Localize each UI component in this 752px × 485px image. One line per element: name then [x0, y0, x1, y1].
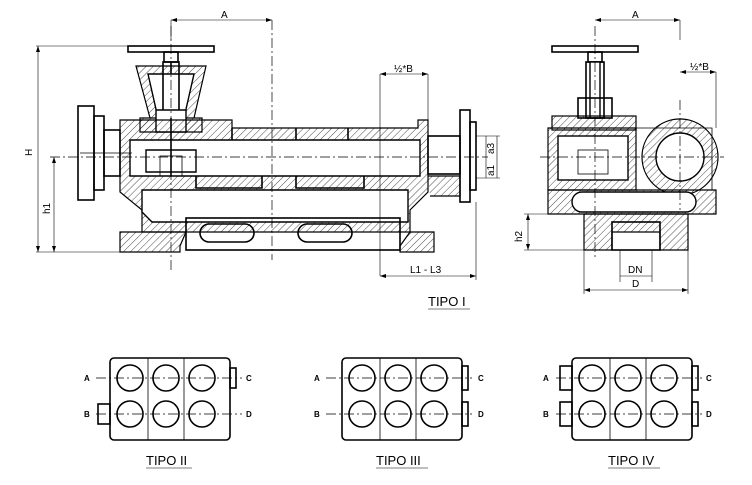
port-label-a-tipo-4: A — [543, 374, 549, 383]
caption-tipo-1: TIPO I — [428, 294, 466, 309]
port-label-c-tipo-3: C — [478, 374, 484, 383]
port-label-b-tipo-2: B — [84, 410, 90, 419]
port-label-d-tipo-3: D — [478, 410, 484, 419]
plan-view-tipo-4 — [556, 357, 702, 441]
dim-label-half-b-side: ½*B — [690, 62, 709, 73]
port-label-d-tipo-2: D — [246, 410, 252, 419]
port-label-c-tipo-2: C — [246, 374, 252, 383]
dim-label-h2: h2 — [514, 230, 525, 242]
plan-view-tipo-2 — [96, 357, 242, 441]
plan-view-tipo-3 — [326, 357, 472, 441]
dim-label-h1: h1 — [42, 202, 53, 214]
dim-label-a1: a1 — [486, 164, 497, 176]
front-dimensions — [36, 18, 500, 280]
port-label-c-tipo-4: C — [706, 374, 712, 383]
dim-label-h: H — [24, 149, 35, 156]
dim-label-a3: a3 — [486, 142, 497, 154]
dim-label-dn: DN — [628, 265, 642, 276]
right-flange — [459, 109, 471, 203]
port-label-d-tipo-4: D — [706, 410, 712, 419]
dim-label-half-b-front: ½*B — [394, 64, 413, 75]
side-section-view — [540, 26, 724, 260]
dim-label-d: D — [632, 279, 639, 290]
dim-label-a-side: A — [632, 10, 639, 21]
port-label-b-tipo-4: B — [543, 410, 549, 419]
port-label-a-tipo-2: A — [84, 374, 90, 383]
port-label-a-tipo-3: A — [314, 374, 320, 383]
caption-tipo-3: TIPO III — [376, 453, 421, 468]
caption-tipo-2: TIPO II — [146, 453, 187, 468]
dim-label-a-front: A — [221, 10, 228, 21]
front-section-view — [50, 20, 488, 270]
dim-label-l1-l3: L1 - L3 — [410, 265, 442, 276]
side-dimensions — [524, 18, 717, 294]
caption-tipo-4: TIPO IV — [608, 453, 655, 468]
port-label-b-tipo-3: B — [314, 410, 320, 419]
